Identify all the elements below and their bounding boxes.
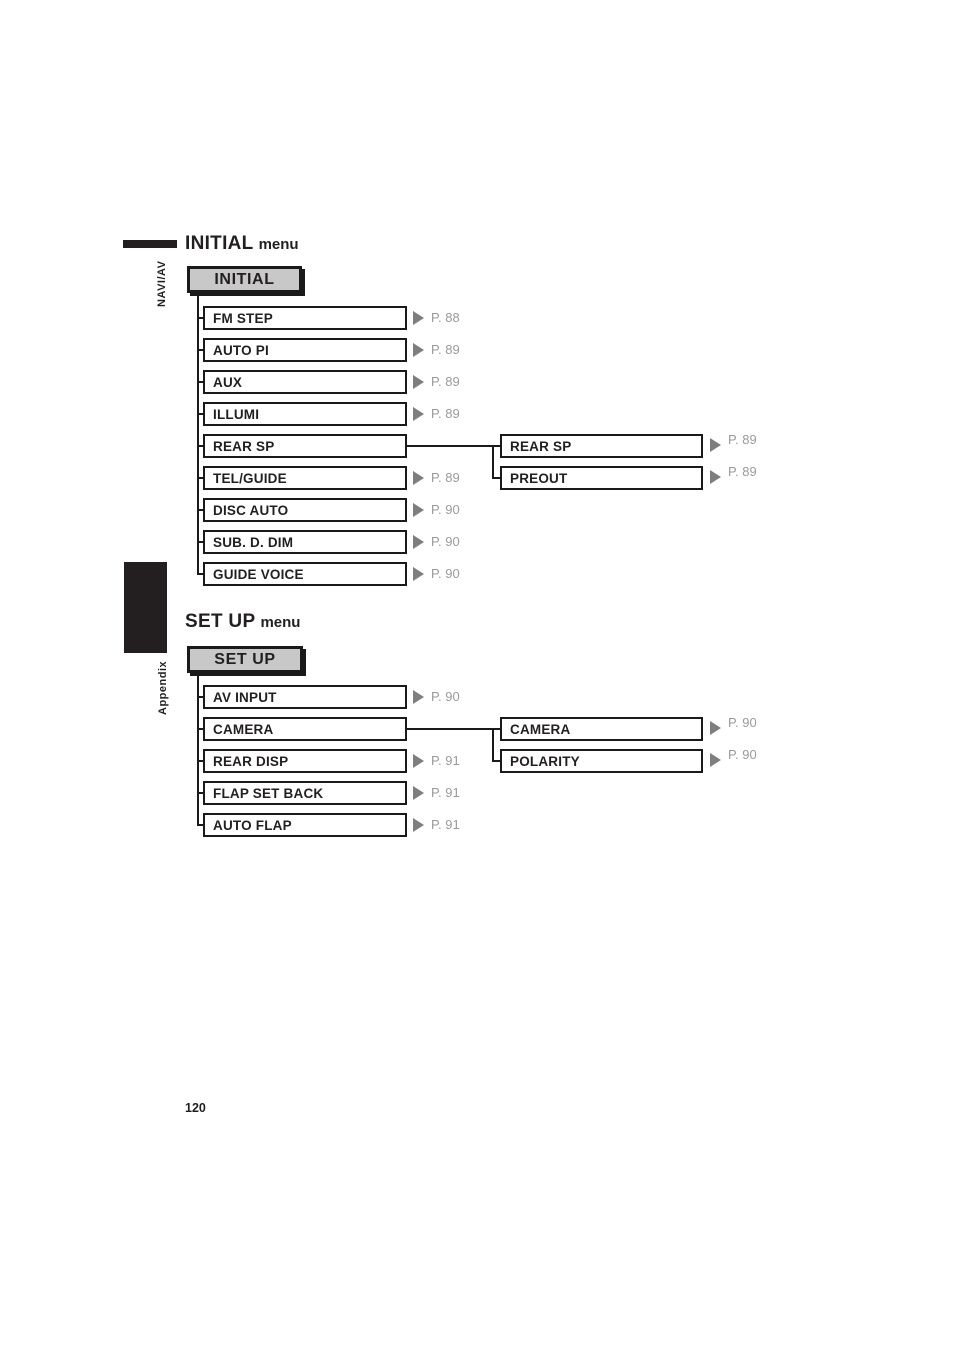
heading-initial-rest: menu [258, 236, 299, 253]
submenu-item-box: CAMERA [500, 717, 703, 741]
trunk-line-initial [197, 293, 199, 575]
page-ref: P. 90 [431, 534, 460, 549]
page-ref-arrow-icon [413, 407, 424, 421]
side-tab-appendix: Appendix [157, 660, 169, 715]
branch-tick [197, 824, 203, 826]
page-ref-arrow-icon [710, 721, 721, 735]
branch-tick [197, 413, 203, 415]
branch-tick [197, 696, 203, 698]
heading-initial-strong: INITIAL [185, 233, 254, 254]
page-ref-arrow-icon [413, 786, 424, 800]
page-ref: P. 89 [431, 374, 460, 389]
page-ref-arrow-icon [710, 753, 721, 767]
appendix-tab-marker [124, 562, 167, 653]
branch-tick [197, 349, 203, 351]
page-ref: P. 88 [431, 310, 460, 325]
menu-item-box: AUTO FLAP [203, 813, 407, 837]
branch-tick [197, 477, 203, 479]
menu-item-box: REAR SP [203, 434, 407, 458]
section-marker-bar [123, 240, 177, 248]
page-ref: P. 89 [431, 406, 460, 421]
page-ref-arrow-icon [413, 311, 424, 325]
branch-tick [197, 760, 203, 762]
page-ref-arrow-icon [413, 343, 424, 357]
menu-root-label-setup: SET UP [214, 650, 276, 668]
menu-item-box: DISC AUTO [203, 498, 407, 522]
submenu-item-box: REAR SP [500, 434, 703, 458]
branch-tick [197, 445, 203, 447]
page-ref-arrow-icon [413, 754, 424, 768]
branch-tick [197, 509, 203, 511]
menu-item-box: CAMERA [203, 717, 407, 741]
menu-item-box: AUTO PI [203, 338, 407, 362]
menu-item-box: AUX [203, 370, 407, 394]
menu-item-box: ILLUMI [203, 402, 407, 426]
branch-tick [197, 541, 203, 543]
heading-setup-rest: menu [260, 614, 301, 631]
subtree-v-line [492, 445, 494, 479]
menu-item-box: AV INPUT [203, 685, 407, 709]
subtree-tick [492, 477, 500, 479]
menu-item-box: FLAP SET BACK [203, 781, 407, 805]
menu-item-box: TEL/GUIDE [203, 466, 407, 490]
page-ref-arrow-icon [413, 818, 424, 832]
page-ref: P. 89 [431, 342, 460, 357]
page-ref: P. 89 [431, 470, 460, 485]
page-ref-arrow-icon [413, 471, 424, 485]
page-ref-arrow-icon [710, 438, 721, 452]
menu-item-box: GUIDE VOICE [203, 562, 407, 586]
page-ref-arrow-icon [413, 690, 424, 704]
submenu-item-box: POLARITY [500, 749, 703, 773]
page-ref: P. 90 [728, 715, 757, 730]
page-ref: P. 89 [728, 464, 757, 479]
menu-root-box-setup: SET UP [187, 646, 303, 673]
branch-tick [197, 381, 203, 383]
page-ref-arrow-icon [413, 567, 424, 581]
page-ref-arrow-icon [710, 470, 721, 484]
heading-setup-strong: SET UP [185, 611, 256, 632]
page-ref: P. 90 [728, 747, 757, 762]
branch-tick [197, 573, 203, 575]
branch-tick [197, 317, 203, 319]
page-ref-arrow-icon [413, 375, 424, 389]
subtree-v-line [492, 728, 494, 762]
menu-item-box: SUB. D. DIM [203, 530, 407, 554]
menu-item-box: REAR DISP [203, 749, 407, 773]
page-ref: P. 91 [431, 753, 460, 768]
subtree-h-line [407, 728, 500, 730]
subtree-h-line [407, 445, 500, 447]
page-ref: P. 91 [431, 785, 460, 800]
page-ref: P. 91 [431, 817, 460, 832]
page-ref: P. 89 [728, 432, 757, 447]
page-ref-arrow-icon [413, 503, 424, 517]
page-ref: P. 90 [431, 689, 460, 704]
branch-tick [197, 728, 203, 730]
menu-item-box: FM STEP [203, 306, 407, 330]
submenu-item-box: PREOUT [500, 466, 703, 490]
page-ref: P. 90 [431, 566, 460, 581]
page-number: 120 [185, 1101, 206, 1115]
page-ref-arrow-icon [413, 535, 424, 549]
menu-root-label-initial: INITIAL [214, 270, 275, 288]
trunk-line-setup [197, 673, 199, 826]
branch-tick [197, 792, 203, 794]
menu-root-box-initial: INITIAL [187, 266, 302, 293]
page-ref: P. 90 [431, 502, 460, 517]
side-tab-navi-av: NAVI/AV [156, 260, 168, 308]
subtree-tick [492, 760, 500, 762]
